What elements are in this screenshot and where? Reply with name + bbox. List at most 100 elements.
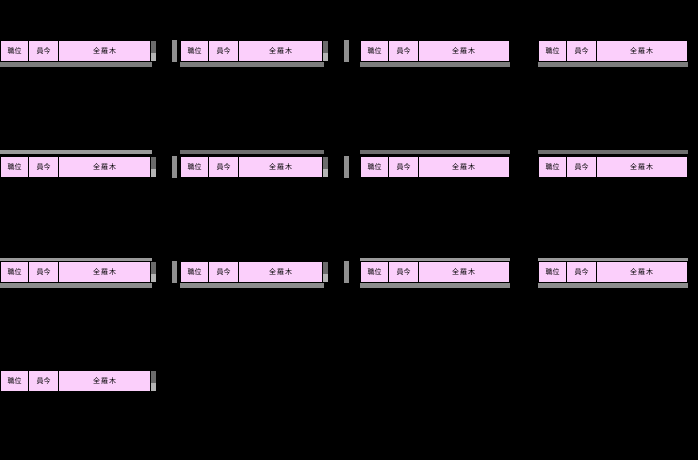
title-cell[interactable]: 全羅木 [59, 41, 151, 61]
count-cell[interactable]: 員今 [209, 157, 239, 177]
code-cell[interactable]: 職位 [361, 262, 389, 282]
count-cell[interactable]: 員今 [29, 262, 59, 282]
panel-header-band [0, 258, 152, 262]
code-cell[interactable]: 職位 [1, 41, 29, 61]
title-cell[interactable]: 全羅木 [597, 41, 687, 61]
code-cell[interactable]: 職位 [1, 371, 29, 391]
scrollbar-thumb[interactable] [151, 262, 156, 274]
table-row[interactable]: 職位員今全羅木 [360, 156, 510, 178]
code-cell[interactable]: 職位 [181, 157, 209, 177]
vertical-scrollbar[interactable] [322, 261, 329, 283]
table-panel: 職位員今全羅木 [180, 258, 349, 291]
table-panel: 職位員今全羅木 [360, 40, 518, 70]
panel-header-band [360, 150, 510, 154]
panel-header-band [538, 258, 688, 262]
vertical-scrollbar[interactable] [150, 40, 157, 62]
vertical-scrollbar[interactable] [322, 156, 329, 178]
panel-footer-band [180, 283, 324, 288]
code-cell[interactable]: 職位 [181, 262, 209, 282]
code-cell[interactable]: 職位 [539, 41, 567, 61]
scrollbar-stub[interactable] [344, 40, 349, 62]
count-cell[interactable]: 員今 [567, 262, 597, 282]
count-cell[interactable]: 員今 [389, 41, 419, 61]
vertical-scrollbar[interactable] [322, 40, 329, 62]
table-row[interactable]: 職位員今全羅木 [0, 261, 152, 283]
title-cell[interactable]: 全羅木 [59, 371, 151, 391]
title-cell[interactable]: 全羅木 [419, 157, 509, 177]
panel-footer-band [0, 283, 152, 288]
scrollbar-stub[interactable] [344, 156, 349, 178]
scrollbar-thumb[interactable] [151, 41, 156, 53]
table-panel: 職位員今全羅木 [538, 258, 696, 291]
title-cell[interactable]: 全羅木 [597, 157, 687, 177]
table-row[interactable]: 職位員今全羅木 [0, 40, 152, 62]
panel-header-band [0, 150, 152, 154]
count-cell[interactable]: 員今 [389, 157, 419, 177]
title-cell[interactable]: 全羅木 [59, 157, 151, 177]
table-row[interactable]: 職位員今全羅木 [360, 40, 510, 62]
table-panel: 職位員今全羅木 [538, 148, 696, 186]
panel-footer-band [180, 62, 324, 67]
code-cell[interactable]: 職位 [1, 157, 29, 177]
count-cell[interactable]: 員今 [29, 371, 59, 391]
table-row[interactable]: 職位員今全羅木 [180, 156, 324, 178]
code-cell[interactable]: 職位 [361, 41, 389, 61]
title-cell[interactable]: 全羅木 [419, 41, 509, 61]
title-cell[interactable]: 全羅木 [239, 262, 323, 282]
table-panel: 職位員今全羅木 [360, 258, 518, 291]
table-row[interactable]: 職位員今全羅木 [538, 156, 688, 178]
panel-footer-band [0, 62, 152, 67]
table-panel: 職位員今全羅木 [360, 148, 518, 186]
panel-footer-band [538, 62, 688, 67]
panel-header-band [180, 150, 324, 154]
title-cell[interactable]: 全羅木 [59, 262, 151, 282]
count-cell[interactable]: 員今 [567, 157, 597, 177]
count-cell[interactable]: 員今 [567, 41, 597, 61]
vertical-scrollbar[interactable] [150, 156, 157, 178]
scrollbar-thumb[interactable] [323, 262, 328, 274]
table-panel: 職位員今全羅木 [0, 258, 177, 291]
scrollbar-stub[interactable] [172, 156, 177, 178]
scrollbar-thumb[interactable] [323, 157, 328, 169]
table-panel: 職位員今全羅木 [538, 40, 696, 70]
table-panel: 職位員今全羅木 [180, 148, 349, 186]
count-cell[interactable]: 員今 [209, 41, 239, 61]
scrollbar-thumb[interactable] [323, 41, 328, 53]
code-cell[interactable]: 職位 [361, 157, 389, 177]
code-cell[interactable]: 職位 [1, 262, 29, 282]
scrollbar-stub[interactable] [172, 40, 177, 62]
table-row[interactable]: 職位員今全羅木 [538, 40, 688, 62]
title-cell[interactable]: 全羅木 [239, 41, 323, 61]
table-panel: 職位員今全羅木 [0, 370, 160, 400]
table-row[interactable]: 職位員今全羅木 [360, 261, 510, 283]
table-row[interactable]: 職位員今全羅木 [0, 156, 152, 178]
table-panel: 職位員今全羅木 [0, 40, 177, 70]
table-row[interactable]: 職位員今全羅木 [538, 261, 688, 283]
title-cell[interactable]: 全羅木 [419, 262, 509, 282]
panel-header-band [538, 150, 688, 154]
panel-footer-band [360, 62, 510, 67]
panel-footer-band [538, 283, 688, 288]
code-cell[interactable]: 職位 [181, 41, 209, 61]
table-row[interactable]: 職位員今全羅木 [180, 261, 324, 283]
count-cell[interactable]: 員今 [29, 41, 59, 61]
count-cell[interactable]: 員今 [209, 262, 239, 282]
panel-header-band [360, 258, 510, 262]
scrollbar-stub[interactable] [344, 261, 349, 283]
table-panel: 職位員今全羅木 [0, 148, 177, 186]
title-cell[interactable]: 全羅木 [597, 262, 687, 282]
scrollbar-stub[interactable] [172, 261, 177, 283]
count-cell[interactable]: 員今 [29, 157, 59, 177]
vertical-scrollbar[interactable] [150, 261, 157, 283]
table-row[interactable]: 職位員今全羅木 [0, 370, 152, 392]
code-cell[interactable]: 職位 [539, 262, 567, 282]
scrollbar-thumb[interactable] [151, 157, 156, 169]
scrollbar-thumb[interactable] [151, 371, 156, 383]
table-row[interactable]: 職位員今全羅木 [180, 40, 324, 62]
vertical-scrollbar[interactable] [150, 370, 157, 392]
table-panel: 職位員今全羅木 [180, 40, 349, 70]
count-cell[interactable]: 員今 [389, 262, 419, 282]
title-cell[interactable]: 全羅木 [239, 157, 323, 177]
code-cell[interactable]: 職位 [539, 157, 567, 177]
